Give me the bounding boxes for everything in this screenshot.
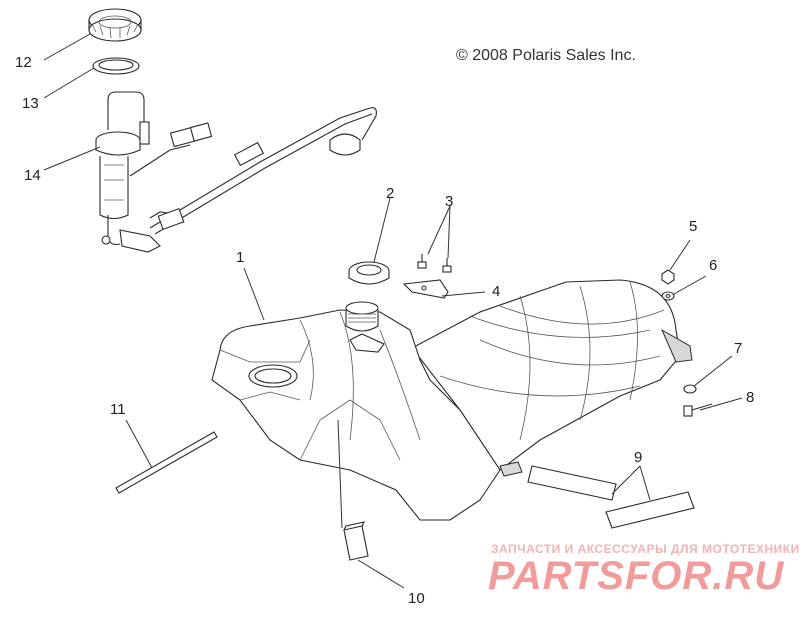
- callout-12: 12: [15, 54, 32, 71]
- watermark-logo: PARTSFOR.RU: [488, 554, 785, 598]
- callout-2: 2: [386, 185, 395, 202]
- rod-part: [115, 431, 218, 494]
- callout-1: 1: [236, 249, 245, 266]
- lock-ring-part: [88, 8, 142, 42]
- callout-9: 9: [634, 449, 643, 466]
- callout-6: 6: [709, 257, 718, 274]
- watermark-tagline: ЗАПЧАСТИ И АКСЕССУАРЫ ДЛЯ МОТОТЕХНИКИ: [491, 542, 800, 556]
- washer-part: [661, 291, 675, 301]
- callout-14: 14: [24, 167, 41, 184]
- fuel-line-part: [129, 107, 377, 235]
- callout-13: 13: [22, 95, 39, 112]
- callout-11: 11: [110, 401, 126, 418]
- nut-part: [661, 269, 675, 285]
- bracket-part: [402, 279, 449, 299]
- rear-washer-part: [683, 384, 697, 394]
- seat-part: [411, 279, 693, 471]
- pad-part: [343, 521, 369, 561]
- callout-4: 4: [492, 283, 501, 300]
- seal-part: [92, 57, 140, 75]
- fuel-pump-part: [95, 91, 161, 253]
- callout-3: 3: [445, 193, 454, 210]
- strip-part: [499, 461, 695, 529]
- copyright-notice: © 2008 Polaris Sales Inc.: [456, 47, 636, 64]
- fuel-tank-part: [211, 301, 501, 521]
- callout-10: 10: [408, 590, 425, 607]
- fuel-cap-part: [348, 261, 390, 285]
- callout-5: 5: [689, 218, 698, 235]
- bolt-part: [683, 403, 713, 417]
- callout-7: 7: [734, 340, 743, 357]
- screw-part: [417, 254, 452, 273]
- callout-8: 8: [746, 389, 755, 406]
